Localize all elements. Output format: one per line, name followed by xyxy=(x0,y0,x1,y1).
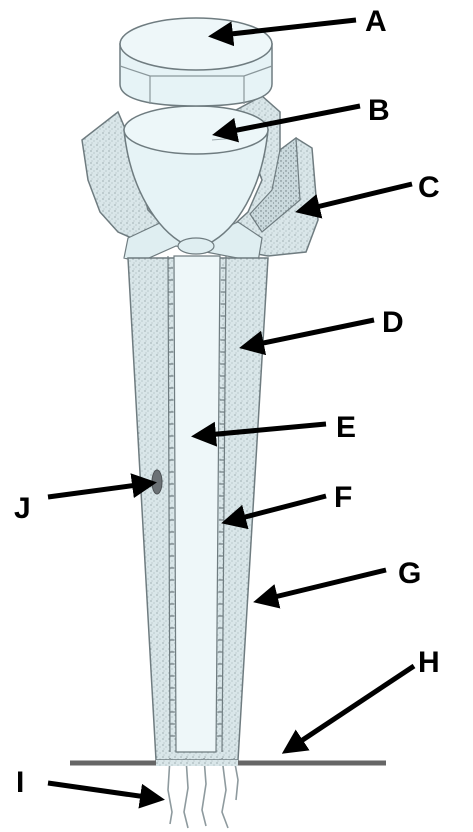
label-i: I xyxy=(16,766,24,799)
top-cap-upper xyxy=(120,18,272,70)
label-h: H xyxy=(418,646,440,679)
label-j: J xyxy=(14,492,31,525)
arrow-g xyxy=(258,570,386,601)
label-g: G xyxy=(398,557,421,590)
root-zone xyxy=(156,760,238,766)
arrow-i xyxy=(48,783,160,799)
label-b: B xyxy=(368,94,390,127)
root-2 xyxy=(184,758,188,828)
root-4 xyxy=(222,758,228,828)
cone-tip xyxy=(178,238,214,254)
dark-spot xyxy=(152,470,162,494)
label-a: A xyxy=(365,5,387,38)
label-e: E xyxy=(336,411,356,444)
arrow-h xyxy=(286,666,414,751)
label-d: D xyxy=(382,306,404,339)
root-1 xyxy=(168,758,172,824)
root-3 xyxy=(202,758,206,826)
label-f: F xyxy=(334,481,352,514)
arrow-j xyxy=(48,483,152,497)
inner-tube xyxy=(174,256,220,752)
roots xyxy=(168,758,238,828)
label-c: C xyxy=(418,171,440,204)
